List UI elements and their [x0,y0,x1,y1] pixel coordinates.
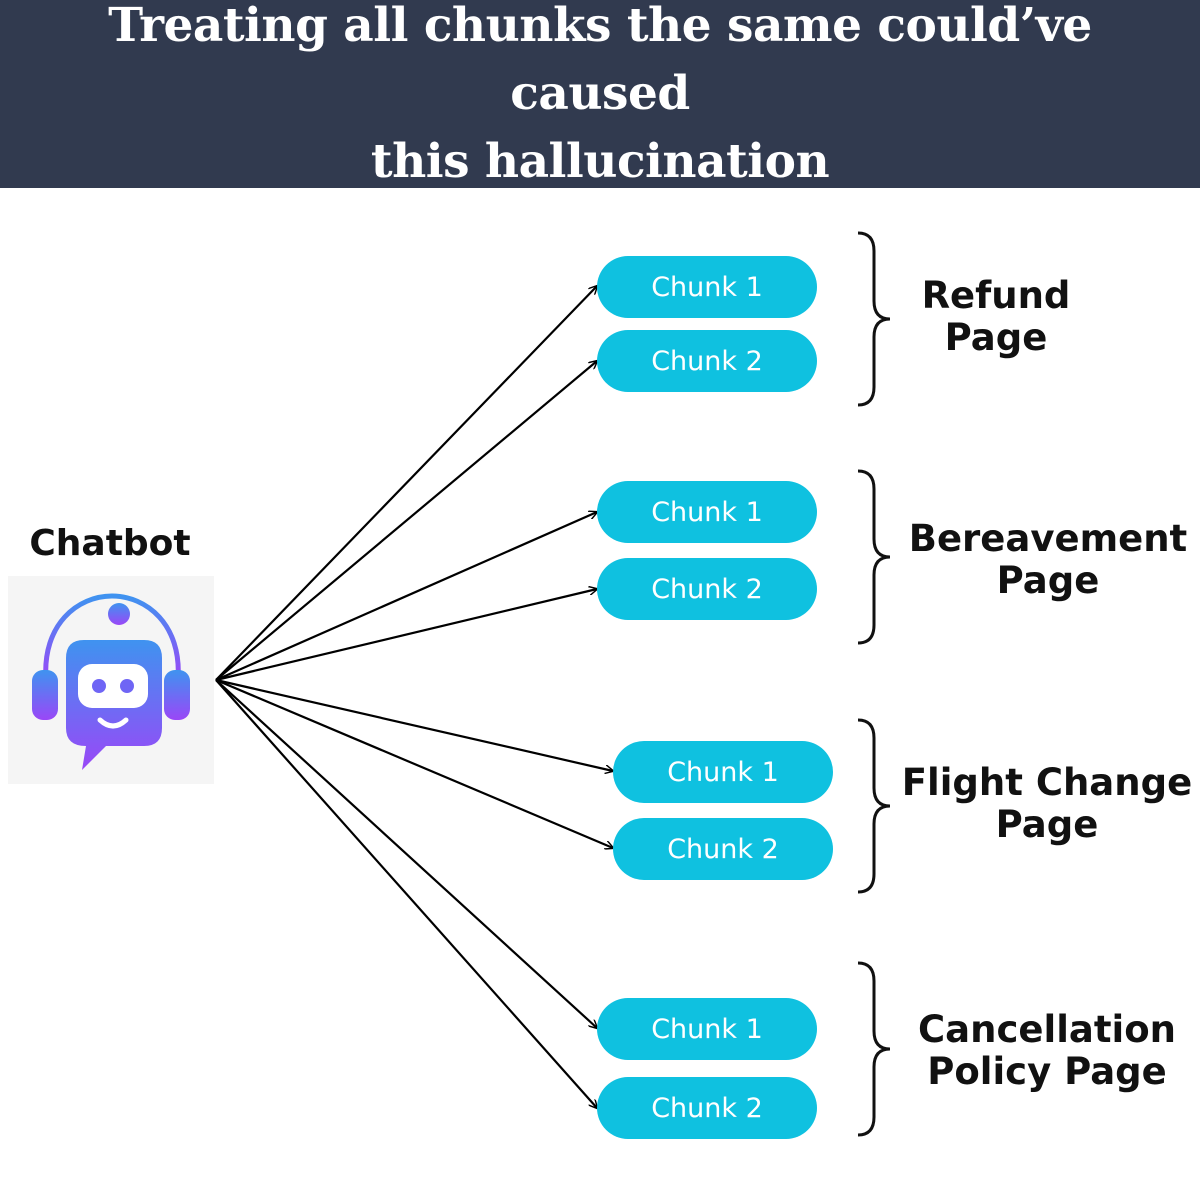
page-label-bereavement-line-1: Bereavement [908,517,1188,560]
chunk-bereavement-2: Chunk 2 [597,558,817,620]
arrow-cancellation-chunk-1 [215,679,597,1028]
chatbot-label: Chatbot [29,523,191,564]
arrow-refund-chunk-2 [215,361,597,681]
page-label-flight-change: Flight Change Page [897,762,1197,846]
brace-flight-change [857,718,891,894]
chunk-cancellation-2: Chunk 2 [597,1077,817,1139]
chunk-refund-2: Chunk 2 [597,330,817,392]
robot-headset-chat-icon [8,576,214,784]
title-line-2: this hallucination [370,134,830,189]
arrow-bereavement-chunk-2 [215,589,597,682]
arrow-flight-change-chunk-2 [215,678,613,848]
brace-bereavement [857,469,891,645]
page-label-refund-line-1: Refund [921,274,1071,317]
arrow-flight-change-chunk-1 [215,678,613,771]
page-label-cancellation-line-1: Cancellation [918,1008,1176,1051]
arrow-bereavement-chunk-1 [215,512,597,682]
page-label-refund: Refund Page [846,275,1146,359]
page-label-refund-line-2: Page [944,316,1048,359]
arrow-cancellation-chunk-2 [215,679,597,1108]
page-label-bereavement-line-2: Page [996,559,1100,602]
header-banner: Treating all chunks the same could’ve ca… [0,0,1200,189]
chunk-refund-1: Chunk 1 [597,256,817,318]
page-label-cancellation-line-2: Policy Page [927,1050,1167,1093]
page-label-flight-change-line-2: Page [995,803,1099,846]
page-label-flight-change-line-1: Flight Change [901,761,1193,804]
page-label-cancellation: Cancellation Policy Page [897,1009,1197,1093]
chunk-cancellation-1: Chunk 1 [597,998,817,1060]
chunk-bereavement-1: Chunk 1 [597,481,817,543]
page-title: Treating all chunks the same could’ve ca… [20,0,1180,196]
page-label-bereavement: Bereavement Page [898,518,1198,602]
brace-cancellation [857,961,891,1137]
chunk-flight-change-2: Chunk 2 [613,818,833,880]
title-line-1: Treating all chunks the same could’ve ca… [108,0,1092,121]
arrow-refund-chunk-1 [215,286,597,681]
chunk-flight-change-1: Chunk 1 [613,741,833,803]
brace-refund [857,231,891,407]
